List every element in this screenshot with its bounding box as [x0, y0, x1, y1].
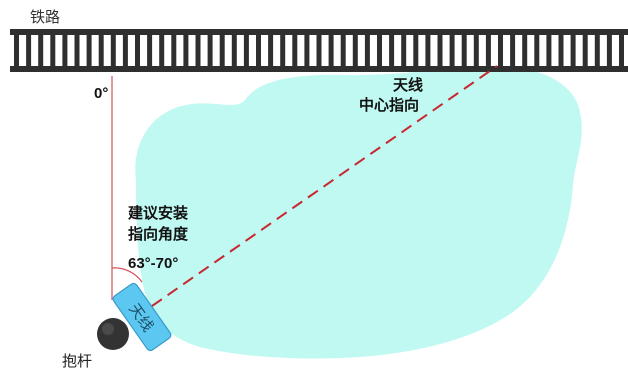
railway-tie	[316, 31, 322, 70]
railway-tie	[147, 31, 153, 70]
install-angle-label-line2: 指向角度	[128, 225, 189, 243]
railway-tie	[546, 31, 552, 70]
railway-tie	[183, 31, 189, 70]
railway-tie	[328, 31, 334, 70]
railway-tie	[62, 31, 68, 70]
railway-rail-bottom	[10, 66, 628, 72]
pole-label: 抱杆	[62, 353, 92, 370]
antenna: 天线	[112, 282, 172, 352]
pole-circle	[97, 318, 129, 350]
railway-tie	[135, 31, 140, 70]
railway-tie	[437, 31, 443, 70]
railway-tie	[219, 31, 225, 70]
zero-degree-label: 0°	[94, 85, 108, 102]
railway-tie	[26, 31, 32, 70]
railway-tie	[413, 31, 419, 70]
railway-tie	[74, 31, 80, 70]
railway-tie	[377, 31, 382, 70]
railway-tie	[231, 31, 237, 70]
railway-tie	[461, 31, 467, 70]
install-angle-value: 63°-70°	[128, 255, 178, 272]
railway-tie	[86, 31, 92, 70]
railway-tie	[159, 31, 165, 70]
railway-tie	[207, 31, 213, 70]
railway-tie	[352, 31, 358, 70]
pole-highlight	[102, 323, 114, 335]
railway-tie	[425, 31, 431, 70]
railway-tie	[485, 31, 491, 70]
railway-tie	[498, 31, 503, 70]
railway-rail-top	[10, 29, 628, 35]
railway-tie	[50, 31, 56, 70]
railway-tie	[304, 31, 310, 70]
railway-tie	[110, 31, 116, 70]
railway-tie	[558, 31, 564, 70]
railway-tie	[38, 31, 44, 70]
antenna-direction-label-line2: 中心指向	[359, 96, 419, 114]
railway-tie	[340, 31, 346, 70]
railway-ties	[14, 31, 624, 70]
railway-tie	[401, 31, 407, 70]
coverage-area	[135, 65, 582, 359]
railway-tie	[522, 31, 528, 70]
railway-tie	[364, 31, 370, 70]
railway-tie	[256, 31, 261, 70]
install-angle-label-line1: 建议安装	[128, 204, 189, 222]
railway-tie	[280, 31, 286, 70]
angle-arc	[111, 267, 143, 283]
railway	[10, 29, 628, 72]
antenna-direction-line	[151, 65, 498, 307]
railway-tie	[473, 31, 479, 70]
railway-tie	[582, 31, 588, 70]
railway-tie	[171, 31, 177, 70]
antenna-direction-label-line1: 天线	[393, 76, 423, 94]
railway-tie	[606, 31, 612, 70]
railway-label: 铁路	[30, 9, 60, 26]
railway-tie	[534, 31, 540, 70]
railway-tie	[292, 31, 298, 70]
railway-tie	[14, 31, 19, 70]
antenna-body	[112, 282, 172, 352]
railway-tie	[122, 31, 128, 70]
railway-tie	[594, 31, 600, 70]
railway-tie	[510, 31, 516, 70]
railway-tie	[268, 31, 274, 70]
railway-tie	[389, 31, 395, 70]
railway-tie	[449, 31, 455, 70]
railway-tie	[619, 31, 624, 70]
railway-tie	[570, 31, 576, 70]
railway-tie	[98, 31, 104, 70]
railway-tie	[243, 31, 249, 70]
railway-tie	[195, 31, 201, 70]
